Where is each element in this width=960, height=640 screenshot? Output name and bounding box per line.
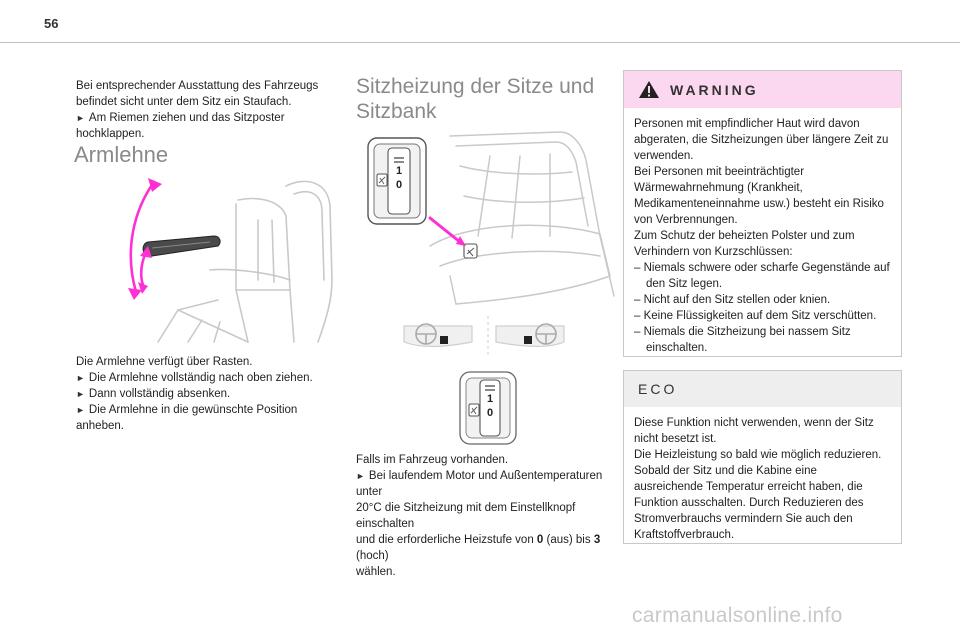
armrest-illustration <box>128 178 333 343</box>
warning-line: den Sitz legen. <box>646 278 723 290</box>
eco-line: Diese Funktion nicht verwenden, wenn der… <box>634 417 874 429</box>
eco-line: Die Heizleistung so bald wie möglich red… <box>634 449 882 461</box>
warning-box: WARNING Personen mit empfindlicher Haut … <box>623 70 902 357</box>
arrow-icon: ► <box>76 113 85 123</box>
warning-line: verwenden. <box>634 150 694 162</box>
warning-line: – Nicht auf den Sitz stellen oder knien. <box>634 294 831 306</box>
seat-heating-title-line: Sitzbank <box>356 100 437 123</box>
warning-line: abgeraten, die Sitzheizungen über länger… <box>634 134 889 146</box>
warning-line: – Keine Flüssigkeiten auf dem Sitz versc… <box>634 310 877 322</box>
seat-heating-step-line: und die erforderliche Heizstufe von 0 (a… <box>356 534 601 562</box>
eco-line: Sobald der Sitz und die Kabine eine <box>634 465 817 477</box>
seat-heating-title-line: Sitzheizung der Sitze und <box>356 75 595 98</box>
armrest-heading: Armlehne <box>74 142 169 167</box>
warning-line: einschalten. <box>646 342 708 354</box>
warning-line: Zum Schutz der beheizten Polster und zum <box>634 230 855 242</box>
intro-line: Bei entsprechender Ausstattung des Fahrz… <box>76 80 319 92</box>
armrest-step: ►Die Armlehne in die gewünschte Position… <box>76 404 298 432</box>
armrest-text: Die Armlehne verfügt über Rasten. ►Die A… <box>76 354 346 434</box>
knob-mark-0: 0 <box>487 407 493 419</box>
armrest-step: ►Die Armlehne vollständig nach oben zieh… <box>76 372 313 384</box>
warning-line: Wärmewahrnehmung (Krankheit, <box>634 182 803 194</box>
seat-heating-step-line: 20°C die Sitzheizung mit dem Einstellkno… <box>356 502 576 530</box>
eco-title: ECO <box>638 381 678 397</box>
seat-heating-heading: Sitzheizung der Sitze und Sitzbank <box>356 74 606 124</box>
arrow-icon: ► <box>356 471 365 481</box>
eco-line: ausreichende Temperatur erreicht haben, … <box>634 481 863 493</box>
eco-line: Funktion ausschalten. Durch Reduzieren d… <box>634 497 864 509</box>
warning-line: – Niemals schwere oder scharfe Gegenstän… <box>634 262 890 274</box>
storage-intro: Bei entsprechender Ausstattung des Fahrz… <box>76 78 346 142</box>
seat-heating-illustration: 1 0 <box>367 131 615 305</box>
warning-line: Verhindern von Kurzschlüssen: <box>634 246 793 258</box>
knob-mark-0: 0 <box>396 179 402 191</box>
knob-mark-1: 1 <box>396 165 402 177</box>
warning-header: WARNING <box>624 71 901 108</box>
page-number: 56 <box>44 16 59 31</box>
eco-header: ECO <box>624 371 901 407</box>
eco-line: Kraftstoffverbrauch. <box>634 529 735 541</box>
warning-line: Bei Personen mit beeinträchtigter <box>634 166 805 178</box>
seat-heating-step-line: wählen. <box>356 566 396 578</box>
arrow-icon: ► <box>76 389 85 399</box>
armrest-description: Die Armlehne verfügt über Rasten. <box>76 356 253 368</box>
eco-box: ECO Diese Funktion nicht verwenden, wenn… <box>623 370 902 544</box>
watermark: carmanualsonline.info <box>632 604 843 627</box>
warning-line: Medikamenteneinnahme usw.) besteht ein R… <box>634 198 884 210</box>
intro-line: befindet sicht unter dem Sitz ein Staufa… <box>76 96 292 108</box>
warning-title: WARNING <box>670 81 759 98</box>
knob-mark-1: 1 <box>487 393 493 405</box>
warning-body: Personen mit empfindlicher Haut wird dav… <box>624 108 901 356</box>
seat-heating-step: ►Bei laufendem Motor und Außentemperatur… <box>356 470 603 498</box>
eco-line: Stromverbrauchs vermindern Sie auch den <box>634 513 853 525</box>
seat-heating-note: Falls im Fahrzeug vorhanden. <box>356 454 509 466</box>
eco-body: Diese Funktion nicht verwenden, wenn der… <box>624 407 901 543</box>
warning-triangle-icon <box>639 81 659 98</box>
warning-line: Personen mit empfindlicher Haut wird dav… <box>634 118 860 130</box>
header-divider <box>0 42 960 43</box>
arrow-icon: ► <box>76 405 85 415</box>
warning-line: – Niemals die Sitzheizung bei nassem Sit… <box>634 326 851 338</box>
armrest-step: ►Dann vollständig absenken. <box>76 388 231 400</box>
seat-heating-text: Falls im Fahrzeug vorhanden. ►Bei laufen… <box>356 452 621 580</box>
steering-wheel-position-icons <box>403 316 565 358</box>
intro-step: ►Am Riemen ziehen und das Sitzposter hoc… <box>76 112 285 140</box>
heating-knob-illustration: 1 0 <box>459 371 517 445</box>
eco-line: nicht besetzt ist. <box>634 433 717 445</box>
warning-line: von Verbrennungen. <box>634 214 738 226</box>
arrow-icon: ► <box>76 373 85 383</box>
